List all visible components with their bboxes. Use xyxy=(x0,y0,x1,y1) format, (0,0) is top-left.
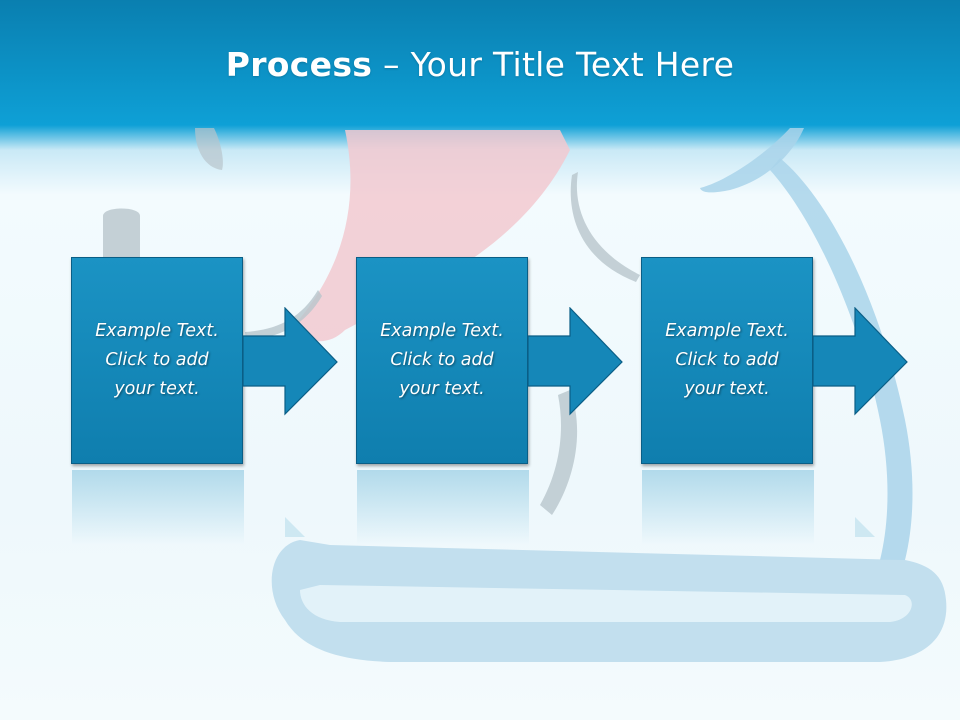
right-arrow-icon xyxy=(528,307,623,416)
step-text-1[interactable]: Example Text. Click to add your text. xyxy=(77,317,237,404)
step-2-reflection xyxy=(357,470,529,545)
step-text-2[interactable]: Example Text. Click to add your text. xyxy=(362,317,522,404)
step-1-line-1: Example Text. xyxy=(95,321,219,341)
step-2-line-1: Example Text. xyxy=(380,321,504,341)
step-3-line-1: Example Text. xyxy=(665,321,789,341)
step-box-1[interactable]: Example Text. Click to add your text. xyxy=(71,257,243,464)
right-arrow-icon xyxy=(243,307,338,416)
step-1-reflection xyxy=(72,470,244,545)
step-3-line-3: your text. xyxy=(684,379,770,399)
step-3-line-2: Click to add xyxy=(675,350,779,370)
step-2-line-2: Click to add xyxy=(390,350,494,370)
step-2-line-3: your text. xyxy=(399,379,485,399)
right-arrow-icon xyxy=(813,307,908,416)
step-box-3[interactable]: Example Text. Click to add your text. xyxy=(641,257,813,464)
step-1-line-3: your text. xyxy=(114,379,200,399)
arrow-reflection xyxy=(855,517,875,537)
step-3-reflection xyxy=(642,470,814,545)
arrow-reflection xyxy=(285,517,305,537)
step-box-2[interactable]: Example Text. Click to add your text. xyxy=(356,257,528,464)
slide-title[interactable]: Process – Your Title Text Here xyxy=(226,45,735,84)
title-bar: Process – Your Title Text Here xyxy=(0,0,960,128)
title-bold-word: Process xyxy=(225,44,373,84)
step-text-3[interactable]: Example Text. Click to add your text. xyxy=(647,317,807,404)
step-1-line-2: Click to add xyxy=(105,350,209,370)
title-rest: – Your Title Text Here xyxy=(372,44,735,84)
